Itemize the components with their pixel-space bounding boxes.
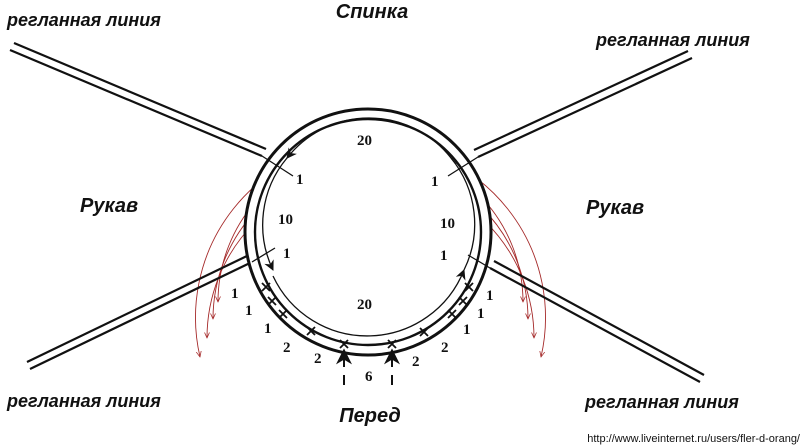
inner-ring (253, 117, 483, 347)
label-raglan-tr: регланная линия (595, 30, 750, 50)
stitch-x (267, 296, 277, 306)
raglan-line-tl-a (9, 48, 263, 158)
front-arrow (272, 269, 466, 337)
count-right-inc-3: 1 (463, 322, 471, 338)
raglan-line-tl-b (13, 41, 267, 151)
count-front: 20 (357, 297, 372, 313)
label-front: Перед (339, 405, 400, 427)
stitch-x (261, 282, 271, 292)
count-left-bottom: 1 (283, 246, 291, 262)
source-url: http://www.liveinternet.ru/users/fler-d-… (587, 433, 801, 445)
count-right-sleeve: 10 (440, 216, 455, 232)
stitch-x (464, 282, 474, 292)
left-sleeve-arrow (262, 157, 288, 271)
count-right-inc-1: 1 (486, 288, 494, 304)
outer-ring (243, 107, 493, 357)
count-left-inc-5: 2 (314, 351, 322, 367)
pointer-right-bottom (467, 254, 491, 269)
pointer-left-bottom (251, 247, 276, 263)
count-left-sleeve: 10 (278, 212, 293, 228)
raglan-line-bl-b (26, 254, 250, 363)
stitch-x (339, 339, 349, 349)
label-raglan-br: регланная линия (584, 392, 739, 412)
raglan-line-tr-b (473, 50, 689, 151)
stitch-x (458, 296, 468, 306)
label-left-sleeve: Рукав (80, 195, 138, 217)
count-left-inc-2: 1 (245, 303, 253, 319)
label-raglan-bl: регланная линия (6, 391, 161, 411)
count-left-inc-1: 1 (231, 286, 239, 302)
raglan-line-br-b (493, 260, 705, 376)
raglan-line-bl-a (29, 261, 253, 370)
stitch-markers (261, 282, 474, 349)
count-right-inc-5: 2 (412, 354, 420, 370)
count-right-inc-2: 1 (477, 306, 485, 322)
neck-rings (243, 107, 493, 357)
stitch-x (306, 326, 316, 336)
count-left-inc-3: 1 (264, 321, 272, 337)
count-center-front: 6 (365, 369, 373, 385)
count-left-top: 1 (296, 172, 304, 188)
count-right-bottom: 1 (440, 248, 448, 264)
stitch-x (447, 309, 457, 319)
inner-arrows (251, 117, 491, 337)
count-right-inc-4: 2 (441, 340, 449, 356)
stitch-x (387, 339, 397, 349)
count-right-top: 1 (431, 174, 439, 190)
label-raglan-tl: регланная линия (6, 10, 161, 30)
count-left-inc-4: 2 (283, 340, 291, 356)
pointer-right-top (447, 156, 479, 177)
center-front-markers (336, 348, 400, 385)
label-back: Спинка (336, 1, 408, 23)
raglan-line-br-a (489, 267, 701, 383)
count-back: 20 (357, 133, 372, 149)
raglan-line-tr-a (477, 57, 693, 158)
raglan-lines (9, 41, 705, 383)
back-arrow (286, 117, 452, 159)
label-right-sleeve: Рукав (586, 197, 644, 219)
pointer-left-top (261, 155, 294, 177)
stitch-x (278, 309, 288, 319)
stitch-x (419, 327, 429, 337)
